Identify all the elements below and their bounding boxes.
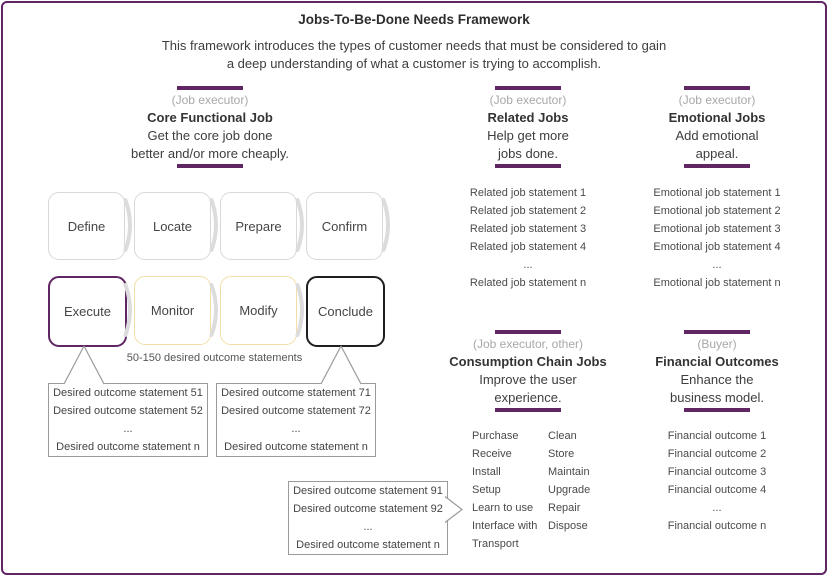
accent-bar	[177, 86, 243, 90]
accent-bar	[684, 330, 750, 334]
list-item: ...	[523, 259, 533, 271]
section-desc: Get the core job done	[147, 128, 273, 143]
section-header-financial-outcomes: (Buyer) Financial Outcomes Enhance the b…	[617, 330, 817, 412]
list-item: Emotional job statement 1	[653, 187, 781, 199]
accent-bar	[495, 408, 561, 412]
list-item: Learn to use	[472, 502, 534, 514]
section-header-core-functional: (Job executor) Core Functional Job Get t…	[60, 86, 360, 168]
stage-box-confirm: Confirm	[306, 192, 383, 260]
section-title: Emotional Jobs	[668, 110, 766, 125]
section-header-emotional-jobs: (Job executor) Emotional Jobs Add emotio…	[617, 86, 817, 168]
list-item: Financial outcome 1	[667, 430, 767, 442]
callout-box-conclude-outcomes: Desired outcome statement 71 Desired out…	[216, 383, 376, 457]
section-desc: experience.	[494, 390, 562, 405]
list-item: Install	[472, 466, 501, 478]
stage-box-define: Define	[48, 192, 125, 260]
list-item: Emotional job statement 3	[653, 223, 781, 235]
list-item: Setup	[472, 484, 501, 496]
section-header-related-jobs: (Job executor) Related Jobs Help get mor…	[428, 86, 628, 168]
accent-bar	[177, 164, 243, 168]
section-title: Related Jobs	[487, 110, 569, 125]
list-item: Related job statement 2	[469, 205, 587, 217]
accent-bar	[495, 164, 561, 168]
list-item: Emotional job statement 2	[653, 205, 781, 217]
stage-box-monitor: Monitor	[134, 276, 211, 345]
callout-line: Desired outcome statement 51	[53, 387, 203, 399]
section-title: Core Functional Job	[147, 110, 273, 125]
callout-box-consumption-outcomes: Desired outcome statement 91 Desired out…	[288, 481, 448, 555]
list-item: ...	[712, 259, 722, 271]
emotional-jobs-list: Emotional job statement 1 Emotional job …	[617, 184, 817, 292]
list-item: Repair	[548, 502, 581, 514]
page-title: Jobs-To-Be-Done Needs Framework	[298, 12, 530, 27]
list-item: Purchase	[472, 430, 519, 442]
list-item: ...	[712, 502, 722, 514]
stage-box-modify: Modify	[220, 276, 297, 345]
list-item: Store	[548, 448, 575, 460]
callout-line: ...	[123, 423, 133, 435]
callout-line: Desired outcome statement n	[56, 441, 200, 453]
callout-line: Desired outcome statement n	[224, 441, 368, 453]
callout-line: Desired outcome statement 91	[293, 485, 443, 497]
section-desc: appeal.	[695, 146, 739, 161]
list-item: Financial outcome 2	[667, 448, 767, 460]
callout-line: ...	[291, 423, 301, 435]
role-label: (Job executor)	[489, 93, 567, 107]
accent-bar	[684, 86, 750, 90]
list-item: Transport	[472, 538, 519, 550]
accent-bar	[684, 408, 750, 412]
callout-box-execute-outcomes: Desired outcome statement 51 Desired out…	[48, 383, 208, 457]
list-item: Related job statement n	[469, 277, 587, 289]
stage-box-locate: Locate	[134, 192, 211, 260]
outcome-count-note: 50-150 desired outcome statements	[126, 352, 303, 364]
role-label: (Job executor, other)	[472, 337, 584, 351]
list-item: Financial outcome 4	[667, 484, 767, 496]
list-item: Interface with	[472, 520, 538, 532]
stage-box-conclude: Conclude	[306, 276, 385, 347]
financial-outcomes-list: Financial outcome 1 Financial outcome 2 …	[617, 427, 817, 535]
section-title: Financial Outcomes	[655, 354, 779, 369]
section-desc: Add emotional	[675, 128, 759, 143]
consumption-chain-col2: Clean Store Maintain Upgrade Repair Disp…	[548, 427, 590, 535]
section-desc: jobs done.	[498, 146, 558, 161]
section-title: Consumption Chain Jobs	[449, 354, 607, 369]
list-item: Emotional job statement n	[653, 277, 781, 289]
list-item: Financial outcome n	[667, 520, 767, 532]
section-desc: business model.	[670, 390, 764, 405]
role-label: (Job executor)	[678, 93, 756, 107]
accent-bar	[495, 86, 561, 90]
role-label: (Buyer)	[697, 337, 737, 351]
page-subtitle-line: This framework introduces the types of c…	[161, 38, 667, 53]
stage-box-execute: Execute	[48, 276, 127, 347]
list-item: Receive	[472, 448, 512, 460]
list-item: Clean	[548, 430, 577, 442]
role-label: (Job executor)	[171, 93, 249, 107]
section-desc: Improve the user	[479, 372, 577, 387]
callout-line: Desired outcome statement 52	[53, 405, 203, 417]
section-desc: Help get more	[487, 128, 569, 143]
stage-box-prepare: Prepare	[220, 192, 297, 260]
list-item: Related job statement 3	[469, 223, 587, 235]
section-desc: Enhance the	[680, 372, 754, 387]
callout-line: Desired outcome statement n	[296, 539, 440, 551]
callout-line: Desired outcome statement 92	[293, 503, 443, 515]
callout-line: Desired outcome statement 71	[221, 387, 371, 399]
callout-line: ...	[363, 521, 373, 533]
accent-bar	[495, 330, 561, 334]
consumption-chain-col1: Purchase Receive Install Setup Learn to …	[472, 427, 537, 553]
related-jobs-list: Related job statement 1 Related job stat…	[428, 184, 628, 292]
list-item: Dispose	[548, 520, 588, 532]
callout-line: Desired outcome statement 72	[221, 405, 371, 417]
list-item: Maintain	[548, 466, 590, 478]
accent-bar	[684, 164, 750, 168]
section-header-consumption-chain: (Job executor, other) Consumption Chain …	[428, 330, 628, 412]
list-item: Related job statement 1	[469, 187, 587, 199]
section-desc: better and/or more cheaply.	[130, 146, 289, 161]
list-item: Emotional job statement 4	[653, 241, 781, 253]
list-item: Financial outcome 3	[667, 466, 767, 478]
page-subtitle-line: a deep understanding of what a customer …	[226, 56, 602, 71]
list-item: Upgrade	[548, 484, 591, 496]
list-item: Related job statement 4	[469, 241, 587, 253]
